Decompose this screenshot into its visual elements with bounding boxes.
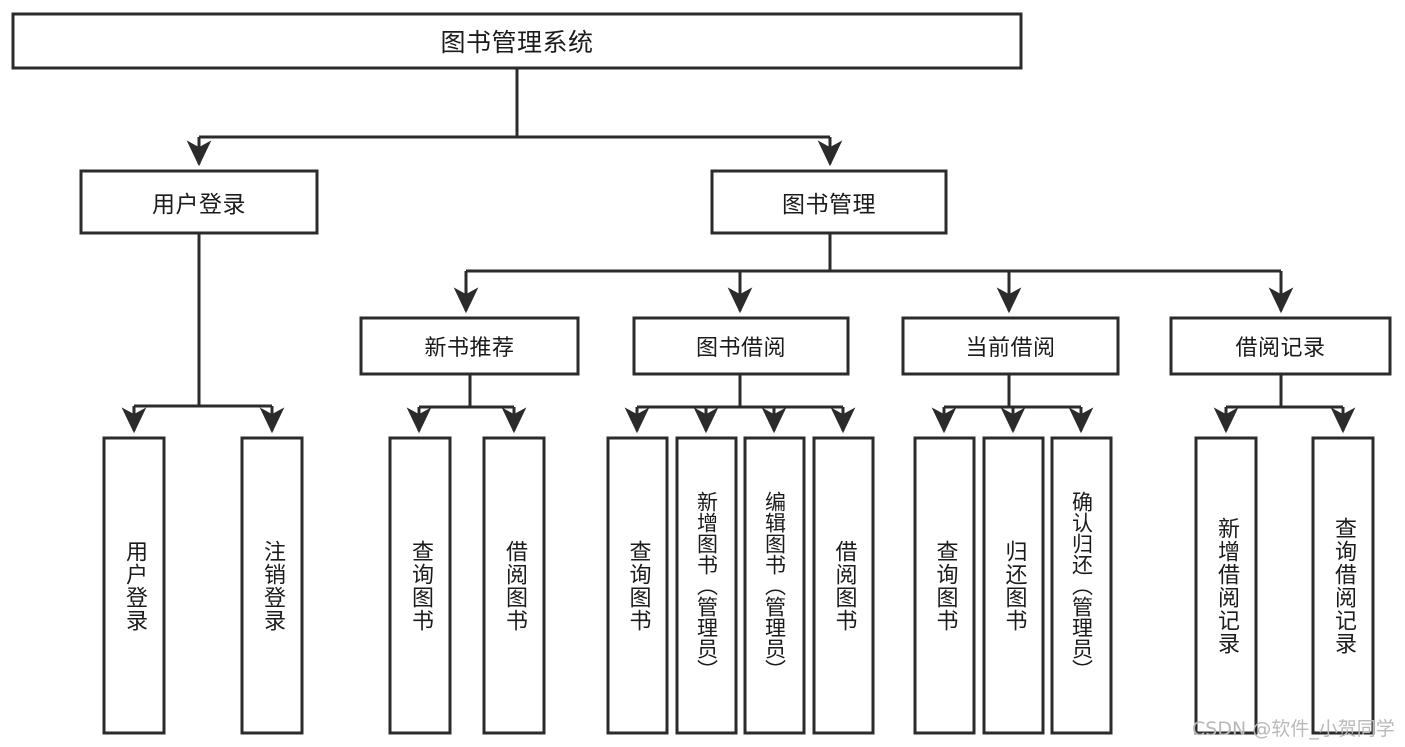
leaf-box-05[interactable] (606, 436, 669, 735)
leaf-box-06[interactable] (675, 436, 738, 735)
leaf-box-01[interactable] (102, 436, 166, 735)
leaf-box-13[interactable] (1311, 436, 1375, 735)
leaf-box-08[interactable] (812, 436, 875, 735)
leaf-box-12[interactable] (1194, 436, 1258, 735)
leaf-box-10[interactable] (982, 436, 1045, 735)
leaf-box-03[interactable] (388, 436, 452, 735)
node-box-book-mgmt[interactable] (710, 169, 948, 235)
node-box-new-book-rec[interactable] (359, 316, 580, 376)
leaf-box-07[interactable] (743, 436, 806, 735)
leaf-box-09[interactable] (913, 436, 976, 735)
leaf-box-02[interactable] (240, 436, 304, 735)
node-box-root[interactable] (11, 12, 1023, 70)
node-box-user-login[interactable] (79, 169, 319, 235)
leaf-box-11[interactable] (1050, 436, 1113, 735)
node-box-book-borrow[interactable] (632, 316, 850, 376)
node-box-cur-borrow[interactable] (901, 316, 1120, 376)
leaf-box-04[interactable] (482, 436, 546, 735)
node-box-borrow-log[interactable] (1169, 316, 1392, 376)
